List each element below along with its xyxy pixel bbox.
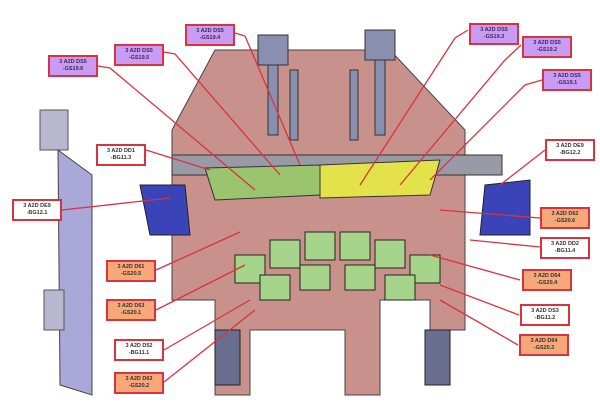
callout-ds3-bg11-2: 3 A2D DS3-BG11.2 [520,304,570,326]
callout-dd2-bg11-4: 3 A2D DD2-BG11.4 [540,237,590,259]
callout-line1: 3 A2D D63 [125,376,153,382]
callout-line1: 3 A2D DD1 [107,148,135,154]
callout-line1: 3 A2D D64 [533,273,561,279]
callout-ds5-gs19-4: 3 A2D DS5-GS19.4 [185,24,235,46]
callout-line2: -GS20.3 [533,345,555,351]
side-panel [39,109,93,396]
callout-line2: -BG12.2 [559,150,581,156]
callout-d63-gs20-1: 3 A2D D63-GS20.1 [106,299,156,321]
callout-line1: 3 A2D DS5 [196,28,224,34]
callout-line2: -GS19.4 [199,35,221,41]
callout-line2: -GS19.3 [483,34,505,40]
callout-line1: 3 A2D DS3 [531,308,559,314]
callout-line1: 3 A2D DS5 [59,59,87,65]
callout-line1: 3 A2D DD2 [551,241,579,247]
callout-line2: -GS20.4 [536,280,558,286]
callout-line1: 3 A2D D52 [125,343,153,349]
callout-line1: 3 A2D D62 [551,211,579,217]
callout-line1: 3 A2D DS5 [533,40,561,46]
callout-line2: -BG11.1 [128,350,150,356]
callout-de9-bg12-2: 3 A2D DE9-BG12.2 [545,139,595,161]
callout-line2: -GS19.2 [536,47,558,53]
callout-line1: 3 A2D DS5 [125,48,153,54]
left-actuator [139,184,191,236]
callout-line1: 3 A2D D63 [117,303,145,309]
callout-line2: -BG11.4 [554,248,576,254]
right-actuator [479,179,531,236]
callout-de9-bg12-1: 3 A2D DE9-BG12.1 [12,199,62,221]
callout-line1: 3 A2D DS5 [480,27,508,33]
callout-line2: -GS20.1 [120,310,142,316]
leader-lines [61,29,546,383]
callout-d62-gs20-6: 3 A2D D62-GS20.6 [540,207,590,229]
callout-line1: 3 A2D D61 [117,264,145,270]
callout-line1: 3 A2D DE9 [23,203,51,209]
callout-d64-gs20-4: 3 A2D D64-GS20.4 [522,269,572,291]
yellow-bracket [319,159,441,199]
callout-line2: -GS19.5 [128,55,150,61]
top-clamps [257,29,396,141]
callout-line2: -GS20.6 [554,218,576,224]
callout-ds5-gs19-1: 3 A2D DS5-GS19.1 [542,69,592,91]
nest-blocks [234,231,441,301]
callout-line2: -BG12.1 [26,210,48,216]
callout-d63-gs20-2: 3 A2D D63-GS20.2 [114,372,164,394]
callout-d52-bg11-1: 3 A2D D52-BG11.1 [114,339,164,361]
callout-ds5-gs19-2: 3 A2D DS5-GS19.2 [522,36,572,58]
callout-d61-gs20-5: 3 A2D D61-GS20.5 [106,260,156,282]
callout-dd1-bg11-3: 3 A2D DD1-BG11.3 [96,144,146,166]
callout-ds5-gs19-6: 3 A2D DS5-GS19.6 [48,55,98,77]
callout-ds5-gs19-5: 3 A2D DS5-GS19.5 [114,44,164,66]
callout-ds5-gs19-3: 3 A2D DS5-GS19.3 [469,23,519,45]
callout-line2: -GS20.2 [128,383,150,389]
callout-line2: -GS19.6 [62,66,84,72]
callout-line1: 3 A2D DE9 [556,143,584,149]
callout-line1: 3 A2D DS5 [553,73,581,79]
callout-line2: -GS20.5 [120,271,142,277]
callout-line2: -BG11.2 [534,315,556,321]
green-bracket [204,164,321,201]
callout-d64-gs20-3: 3 A2D D64-GS20.3 [519,334,569,356]
callout-line2: -BG11.3 [110,155,132,161]
callout-line1: 3 A2D D64 [530,338,558,344]
callout-line2: -GS19.1 [556,80,578,86]
